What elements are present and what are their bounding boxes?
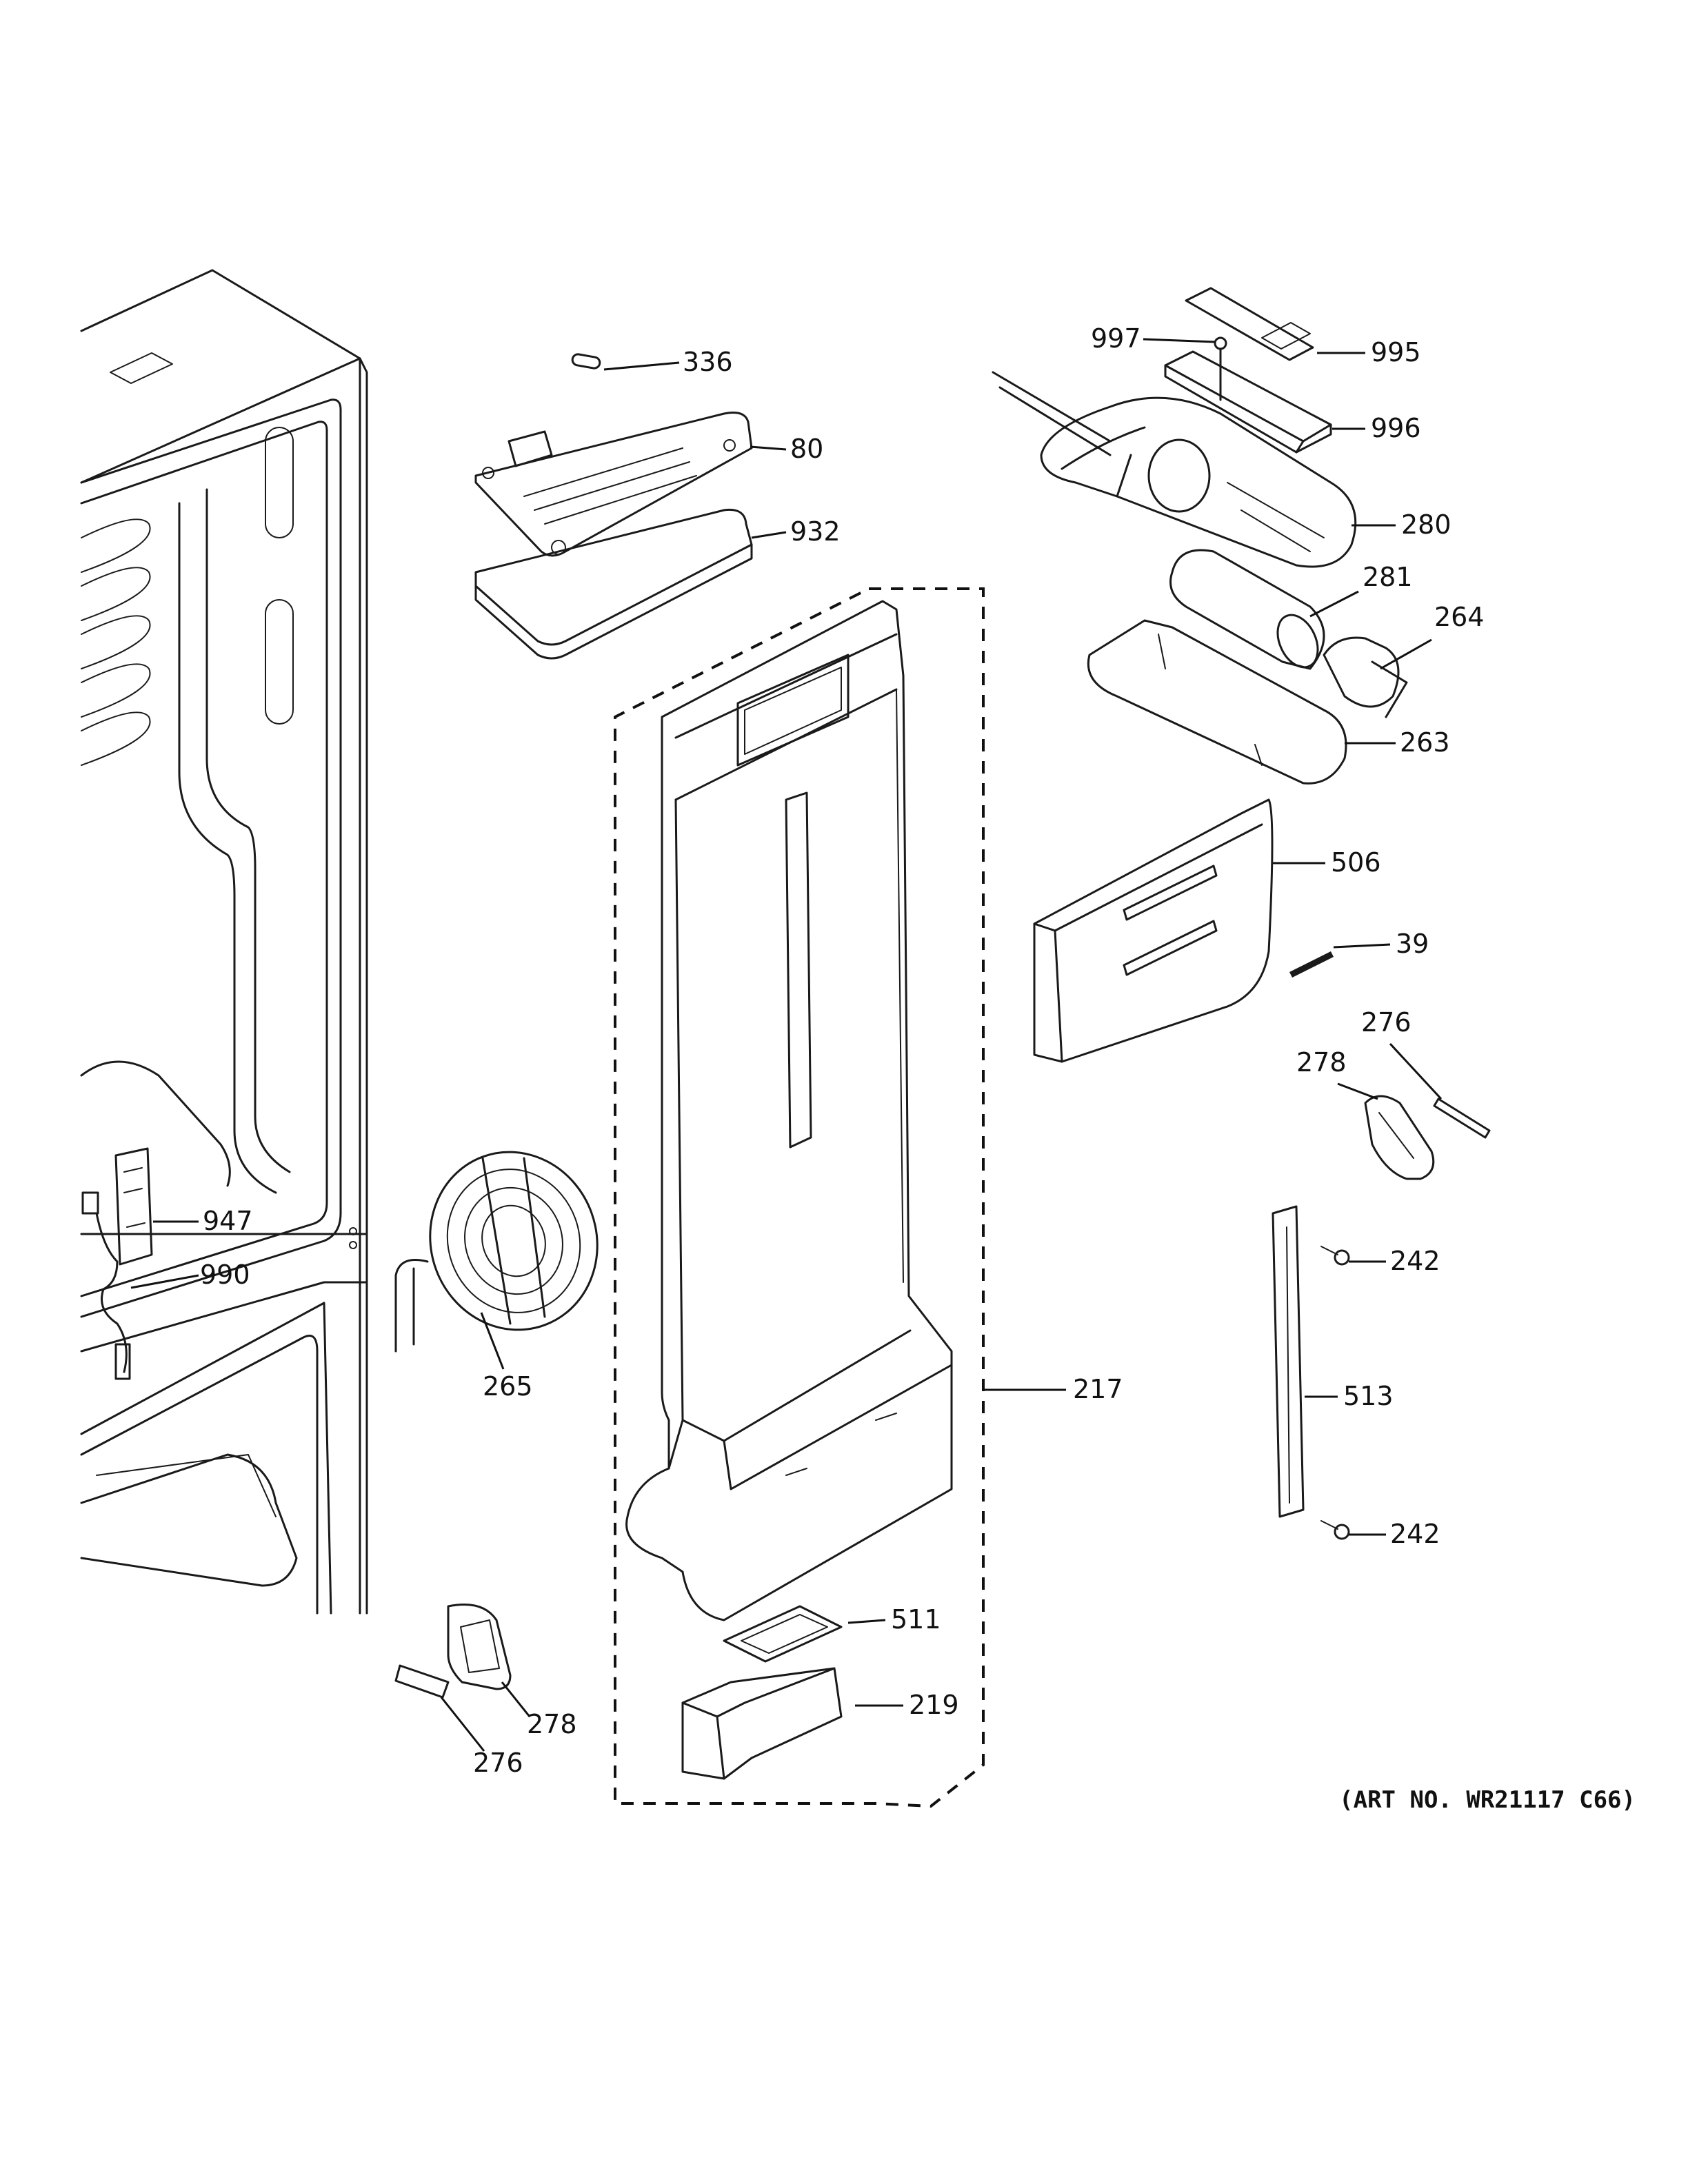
callout-265: 265 xyxy=(483,1371,533,1402)
callout-263: 263 xyxy=(1400,727,1450,758)
leader-lines xyxy=(130,338,1443,1752)
callout-80: 80 xyxy=(790,434,823,464)
callout-276-upper: 276 xyxy=(1361,1007,1411,1038)
callout-281: 281 xyxy=(1363,562,1413,592)
rail-513 xyxy=(1272,1205,1305,1518)
heater-coil-265 xyxy=(394,1151,599,1353)
dispenser-cover-506 xyxy=(1033,798,1274,1063)
filter-cartridge-281 xyxy=(1169,549,1325,670)
sensor-holder-278-upper xyxy=(1364,1095,1435,1180)
callout-511: 511 xyxy=(891,1604,941,1635)
control-board-995 xyxy=(1185,287,1314,361)
callout-242-lower: 242 xyxy=(1390,1519,1440,1549)
callout-219: 219 xyxy=(909,1690,959,1720)
refrigerator-cabinet xyxy=(80,269,368,1615)
assembly-boundary-217 xyxy=(614,587,985,1808)
screw-242-upper xyxy=(1320,1246,1350,1266)
control-board-947 xyxy=(81,1147,153,1266)
callout-280: 280 xyxy=(1401,509,1451,540)
cover-80 xyxy=(474,412,753,557)
callout-932: 932 xyxy=(790,516,841,547)
callout-506: 506 xyxy=(1331,847,1381,878)
callout-996: 996 xyxy=(1371,413,1421,443)
callout-217: 217 xyxy=(1073,1374,1123,1404)
filter-housing-280 xyxy=(992,371,1357,568)
thermistor-276-lower xyxy=(394,1664,450,1699)
callout-513: 513 xyxy=(1343,1381,1394,1411)
screw-997 xyxy=(1214,336,1227,401)
art-number: (ART NO. WR21117 C66) xyxy=(1339,1786,1636,1814)
gasket-511 xyxy=(723,1605,843,1663)
callout-labels: 336 80 932 997 995 996 280 281 264 263 5… xyxy=(200,323,1636,1814)
evaporator-coils xyxy=(81,518,151,766)
wire-harness-990 xyxy=(95,1212,131,1380)
logo-badge-39 xyxy=(1289,951,1334,978)
duct-219 xyxy=(681,1667,843,1780)
callout-242-upper: 242 xyxy=(1390,1246,1440,1276)
callout-990: 990 xyxy=(200,1260,250,1290)
callout-39: 39 xyxy=(1396,929,1429,959)
sensor-holder-278-lower xyxy=(447,1604,512,1690)
callout-278-upper: 278 xyxy=(1296,1047,1347,1078)
callout-947: 947 xyxy=(203,1206,253,1236)
screw-242-lower xyxy=(1320,1520,1350,1540)
callout-264: 264 xyxy=(1434,602,1485,632)
callout-997: 997 xyxy=(1091,323,1141,354)
cover-996 xyxy=(1164,350,1332,454)
filter-cap-264 xyxy=(1323,636,1408,718)
thermistor-276-upper xyxy=(1433,1098,1491,1139)
callout-336: 336 xyxy=(683,347,733,377)
housing-932 xyxy=(474,508,753,660)
callout-995: 995 xyxy=(1371,337,1421,367)
callout-278-lower: 278 xyxy=(527,1709,577,1739)
liner-217 xyxy=(625,600,953,1621)
pin-336 xyxy=(571,353,601,370)
filter-door-263 xyxy=(1087,619,1347,785)
callout-276-lower: 276 xyxy=(473,1748,523,1778)
